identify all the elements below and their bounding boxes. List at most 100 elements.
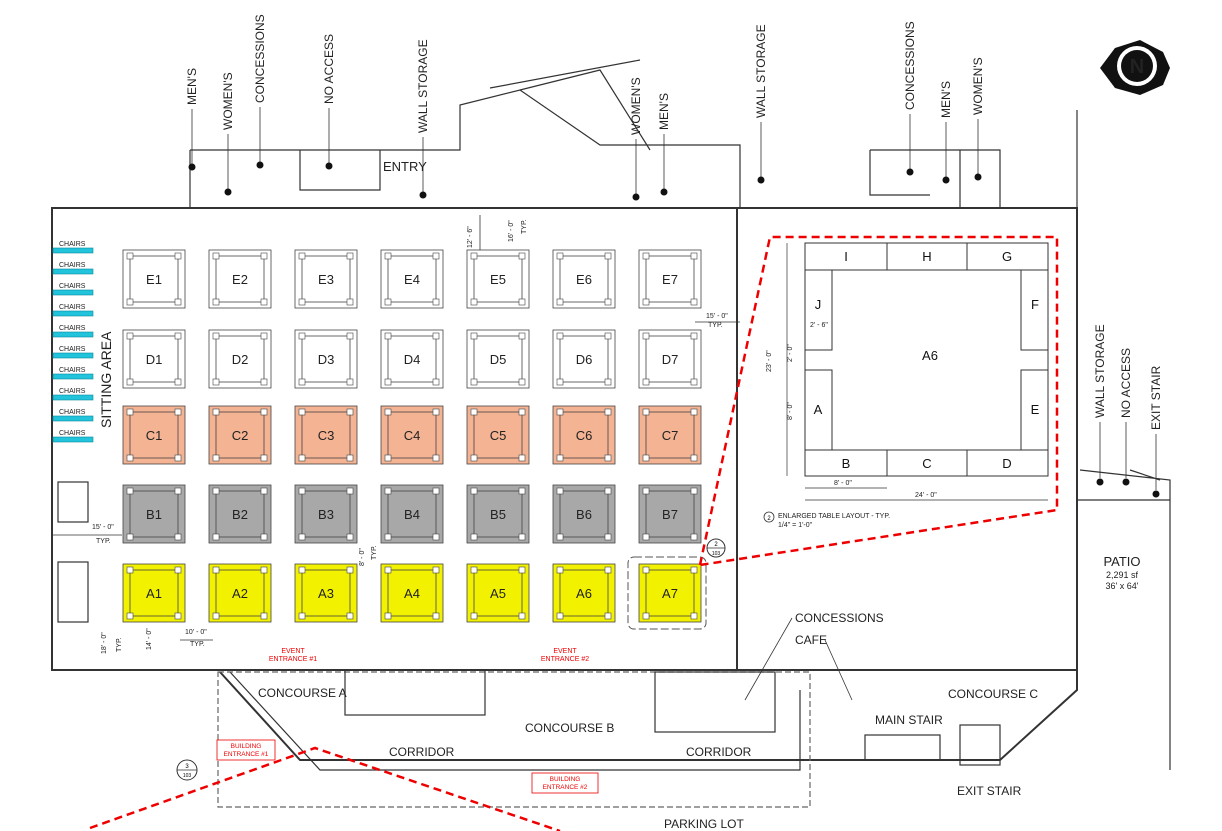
booth-label: B3 (318, 507, 334, 522)
booth-a6[interactable]: A6 (552, 563, 616, 623)
booth-e6[interactable]: E6 (552, 249, 616, 309)
booth-label: C4 (404, 428, 421, 443)
booth-label: B1 (146, 507, 162, 522)
booth-a7[interactable]: A7 (638, 563, 702, 623)
exit-stair-label-bottom: EXIT STAIR (957, 784, 1022, 798)
svg-text:H: H (922, 249, 931, 264)
booth-e3[interactable]: E3 (294, 249, 358, 309)
booth-label: A3 (318, 586, 334, 601)
booth-c7[interactable]: C7 (638, 405, 702, 465)
booth-label: D1 (146, 352, 163, 367)
top-room-label: CONCESSIONS (903, 21, 917, 110)
svg-text:ENLARGED TABLE LAYOUT - TYP.: ENLARGED TABLE LAYOUT - TYP. (778, 513, 890, 520)
chair-row (52, 352, 94, 359)
booth-d1[interactable]: D1 (122, 329, 186, 389)
booth-label: C5 (490, 428, 507, 443)
top-room-label: NO ACCESS (322, 34, 336, 104)
booth-d3[interactable]: D3 (294, 329, 358, 389)
svg-text:TYP.: TYP. (190, 641, 205, 648)
booth-label: B5 (490, 507, 506, 522)
booth-b2[interactable]: B2 (208, 484, 272, 544)
booth-label: A5 (490, 586, 506, 601)
room-marker-icon (188, 163, 196, 171)
booth-b4[interactable]: B4 (380, 484, 444, 544)
chairs-label: CHAIRS (59, 325, 86, 332)
event-entrance-2: EVENT (553, 648, 577, 655)
booth-d2[interactable]: D2 (208, 329, 272, 389)
room-marker-icon (224, 188, 232, 196)
booth-c1[interactable]: C1 (122, 405, 186, 465)
booth-label: D4 (404, 352, 421, 367)
north-arrow-icon (1100, 40, 1170, 95)
svg-text:16' - 0": 16' - 0" (508, 220, 515, 242)
booth-b5[interactable]: B5 (466, 484, 530, 544)
booth-label: E6 (576, 272, 592, 287)
booth-a1[interactable]: A1 (122, 563, 186, 623)
booth-d6[interactable]: D6 (552, 329, 616, 389)
booth-b6[interactable]: B6 (552, 484, 616, 544)
booth-label: E1 (146, 272, 162, 287)
booth-b7[interactable]: B7 (638, 484, 702, 544)
top-room-label: MEN'S (185, 68, 199, 105)
svg-text:B: B (842, 456, 851, 471)
booth-e1[interactable]: E1 (122, 249, 186, 309)
svg-text:I: I (844, 249, 848, 264)
chair-row (52, 310, 94, 317)
chair-row (52, 289, 94, 296)
booth-c6[interactable]: C6 (552, 405, 616, 465)
top-room-label: WALL STORAGE (416, 39, 430, 133)
booth-c5[interactable]: C5 (466, 405, 530, 465)
booth-label: E2 (232, 272, 248, 287)
booth-b3[interactable]: B3 (294, 484, 358, 544)
booth-e2[interactable]: E2 (208, 249, 272, 309)
chair-row (52, 331, 94, 338)
room-marker-icon (419, 191, 427, 199)
chairs-label: CHAIRS (59, 346, 86, 353)
room-marker-icon (325, 162, 333, 170)
a7-callout-box (627, 556, 707, 630)
svg-text:23' - 0": 23' - 0" (766, 350, 773, 372)
booth-a4[interactable]: A4 (380, 563, 444, 623)
booth-a5[interactable]: A5 (466, 563, 530, 623)
chair-row (52, 436, 94, 443)
north-letter: N (1130, 56, 1144, 78)
sitting-area-label: SITTING AREA (98, 331, 114, 428)
booth-d4[interactable]: D4 (380, 329, 444, 389)
chairs-label: CHAIRS (59, 430, 86, 437)
booth-e5[interactable]: E5 (466, 249, 530, 309)
booth-e7[interactable]: E7 (638, 249, 702, 309)
chairs-label: CHAIRS (59, 241, 86, 248)
booth-label: A7 (662, 586, 678, 601)
room-marker-icon (906, 168, 914, 176)
chair-row (52, 268, 94, 275)
booth-label: E7 (662, 272, 678, 287)
booth-label: E3 (318, 272, 334, 287)
booth-label: D2 (232, 352, 249, 367)
room-marker-icon (660, 188, 668, 196)
section-link-lines (89, 746, 561, 831)
chair-row (52, 247, 94, 254)
booth-a2[interactable]: A2 (208, 563, 272, 623)
building-entrance-2: BUILDING (550, 776, 581, 783)
booth-e4[interactable]: E4 (380, 249, 444, 309)
booth-d7[interactable]: D7 (638, 329, 702, 389)
side-room-label: WALL STORAGE (1093, 324, 1107, 418)
booth-label: C7 (662, 428, 679, 443)
parking-lot-label: PARKING LOT (664, 817, 744, 831)
booth-b1[interactable]: B1 (122, 484, 186, 544)
svg-text:103: 103 (183, 773, 192, 779)
booth-d5[interactable]: D5 (466, 329, 530, 389)
room-marker-icon (974, 173, 982, 181)
room-marker-icon (632, 193, 640, 201)
booth-c4[interactable]: C4 (380, 405, 444, 465)
booth-label: D7 (662, 352, 679, 367)
booth-label: C1 (146, 428, 163, 443)
booth-a3[interactable]: A3 (294, 563, 358, 623)
booth-label: C3 (318, 428, 335, 443)
booth-c3[interactable]: C3 (294, 405, 358, 465)
dimension-annotations: 12' - 6" 16' - 0" TYP. 15' - 0" TYP. 15'… (92, 219, 728, 654)
chairs-label: CHAIRS (59, 367, 86, 374)
svg-text:TYP.: TYP. (521, 219, 528, 234)
booth-c2[interactable]: C2 (208, 405, 272, 465)
booth-label: B2 (232, 507, 248, 522)
